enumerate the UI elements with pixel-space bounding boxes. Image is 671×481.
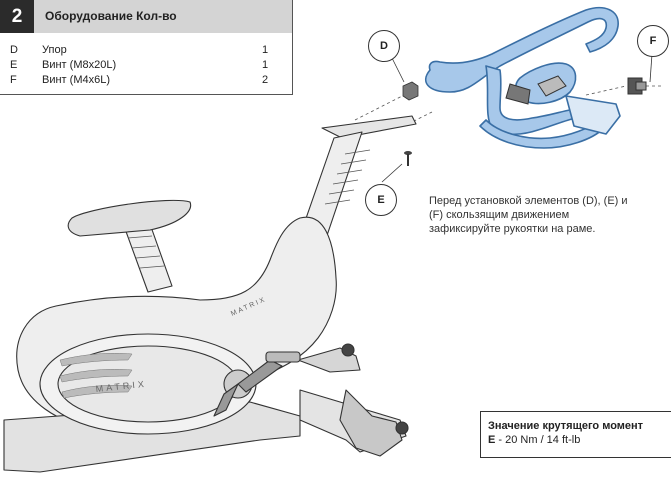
part-key: D	[10, 44, 18, 56]
part-qty: 1	[262, 44, 269, 56]
handlebar-hardware	[505, 75, 647, 105]
torque-spec: E - 20 Nm / 14 ft-lb	[488, 434, 580, 446]
callout-leaders	[381, 53, 653, 183]
parts-table-title: Оборудование Кол-во	[45, 9, 177, 23]
callout-f: F	[637, 25, 669, 57]
parts-row: E Винт (M8x20L) 1	[0, 58, 292, 72]
step-number: 2	[0, 0, 34, 33]
parts-table: 2 Оборудование Кол-во D Упор 1 E Винт (M…	[0, 0, 293, 95]
part-qty: 1	[262, 59, 269, 71]
handlebar-assembly	[425, 6, 621, 149]
bike-frame	[3, 115, 417, 473]
flywheel-shading	[59, 353, 133, 399]
torque-part: E	[488, 434, 496, 446]
alignment-lines	[354, 85, 662, 125]
post-ribs	[127, 149, 371, 269]
part-desc: Винт (M4x6L)	[42, 74, 110, 86]
callout-e: E	[365, 184, 397, 216]
parts-row: D Упор 1	[0, 43, 292, 57]
part-key: E	[10, 59, 18, 71]
callout-d: D	[368, 30, 400, 62]
torque-value: - 20 Nm / 14 ft-lb	[495, 434, 581, 446]
part-desc: Упор	[42, 44, 67, 56]
torque-box: Значение крутящего момент E - 20 Nm / 14…	[480, 411, 671, 458]
screw-e-part	[404, 151, 412, 166]
parts-table-header: 2 Оборудование Кол-во	[0, 0, 292, 33]
assembly-instruction: Перед установкой элементов (D), (E) и (F…	[429, 195, 628, 235]
part-desc: Винт (M8x20L)	[42, 59, 117, 71]
parts-row: F Винт (M4x6L) 2	[0, 73, 292, 87]
part-qty: 2	[262, 74, 269, 86]
stopper-d-part	[402, 81, 419, 101]
torque-title: Значение крутящего момент	[488, 420, 644, 432]
part-key: F	[10, 74, 17, 86]
